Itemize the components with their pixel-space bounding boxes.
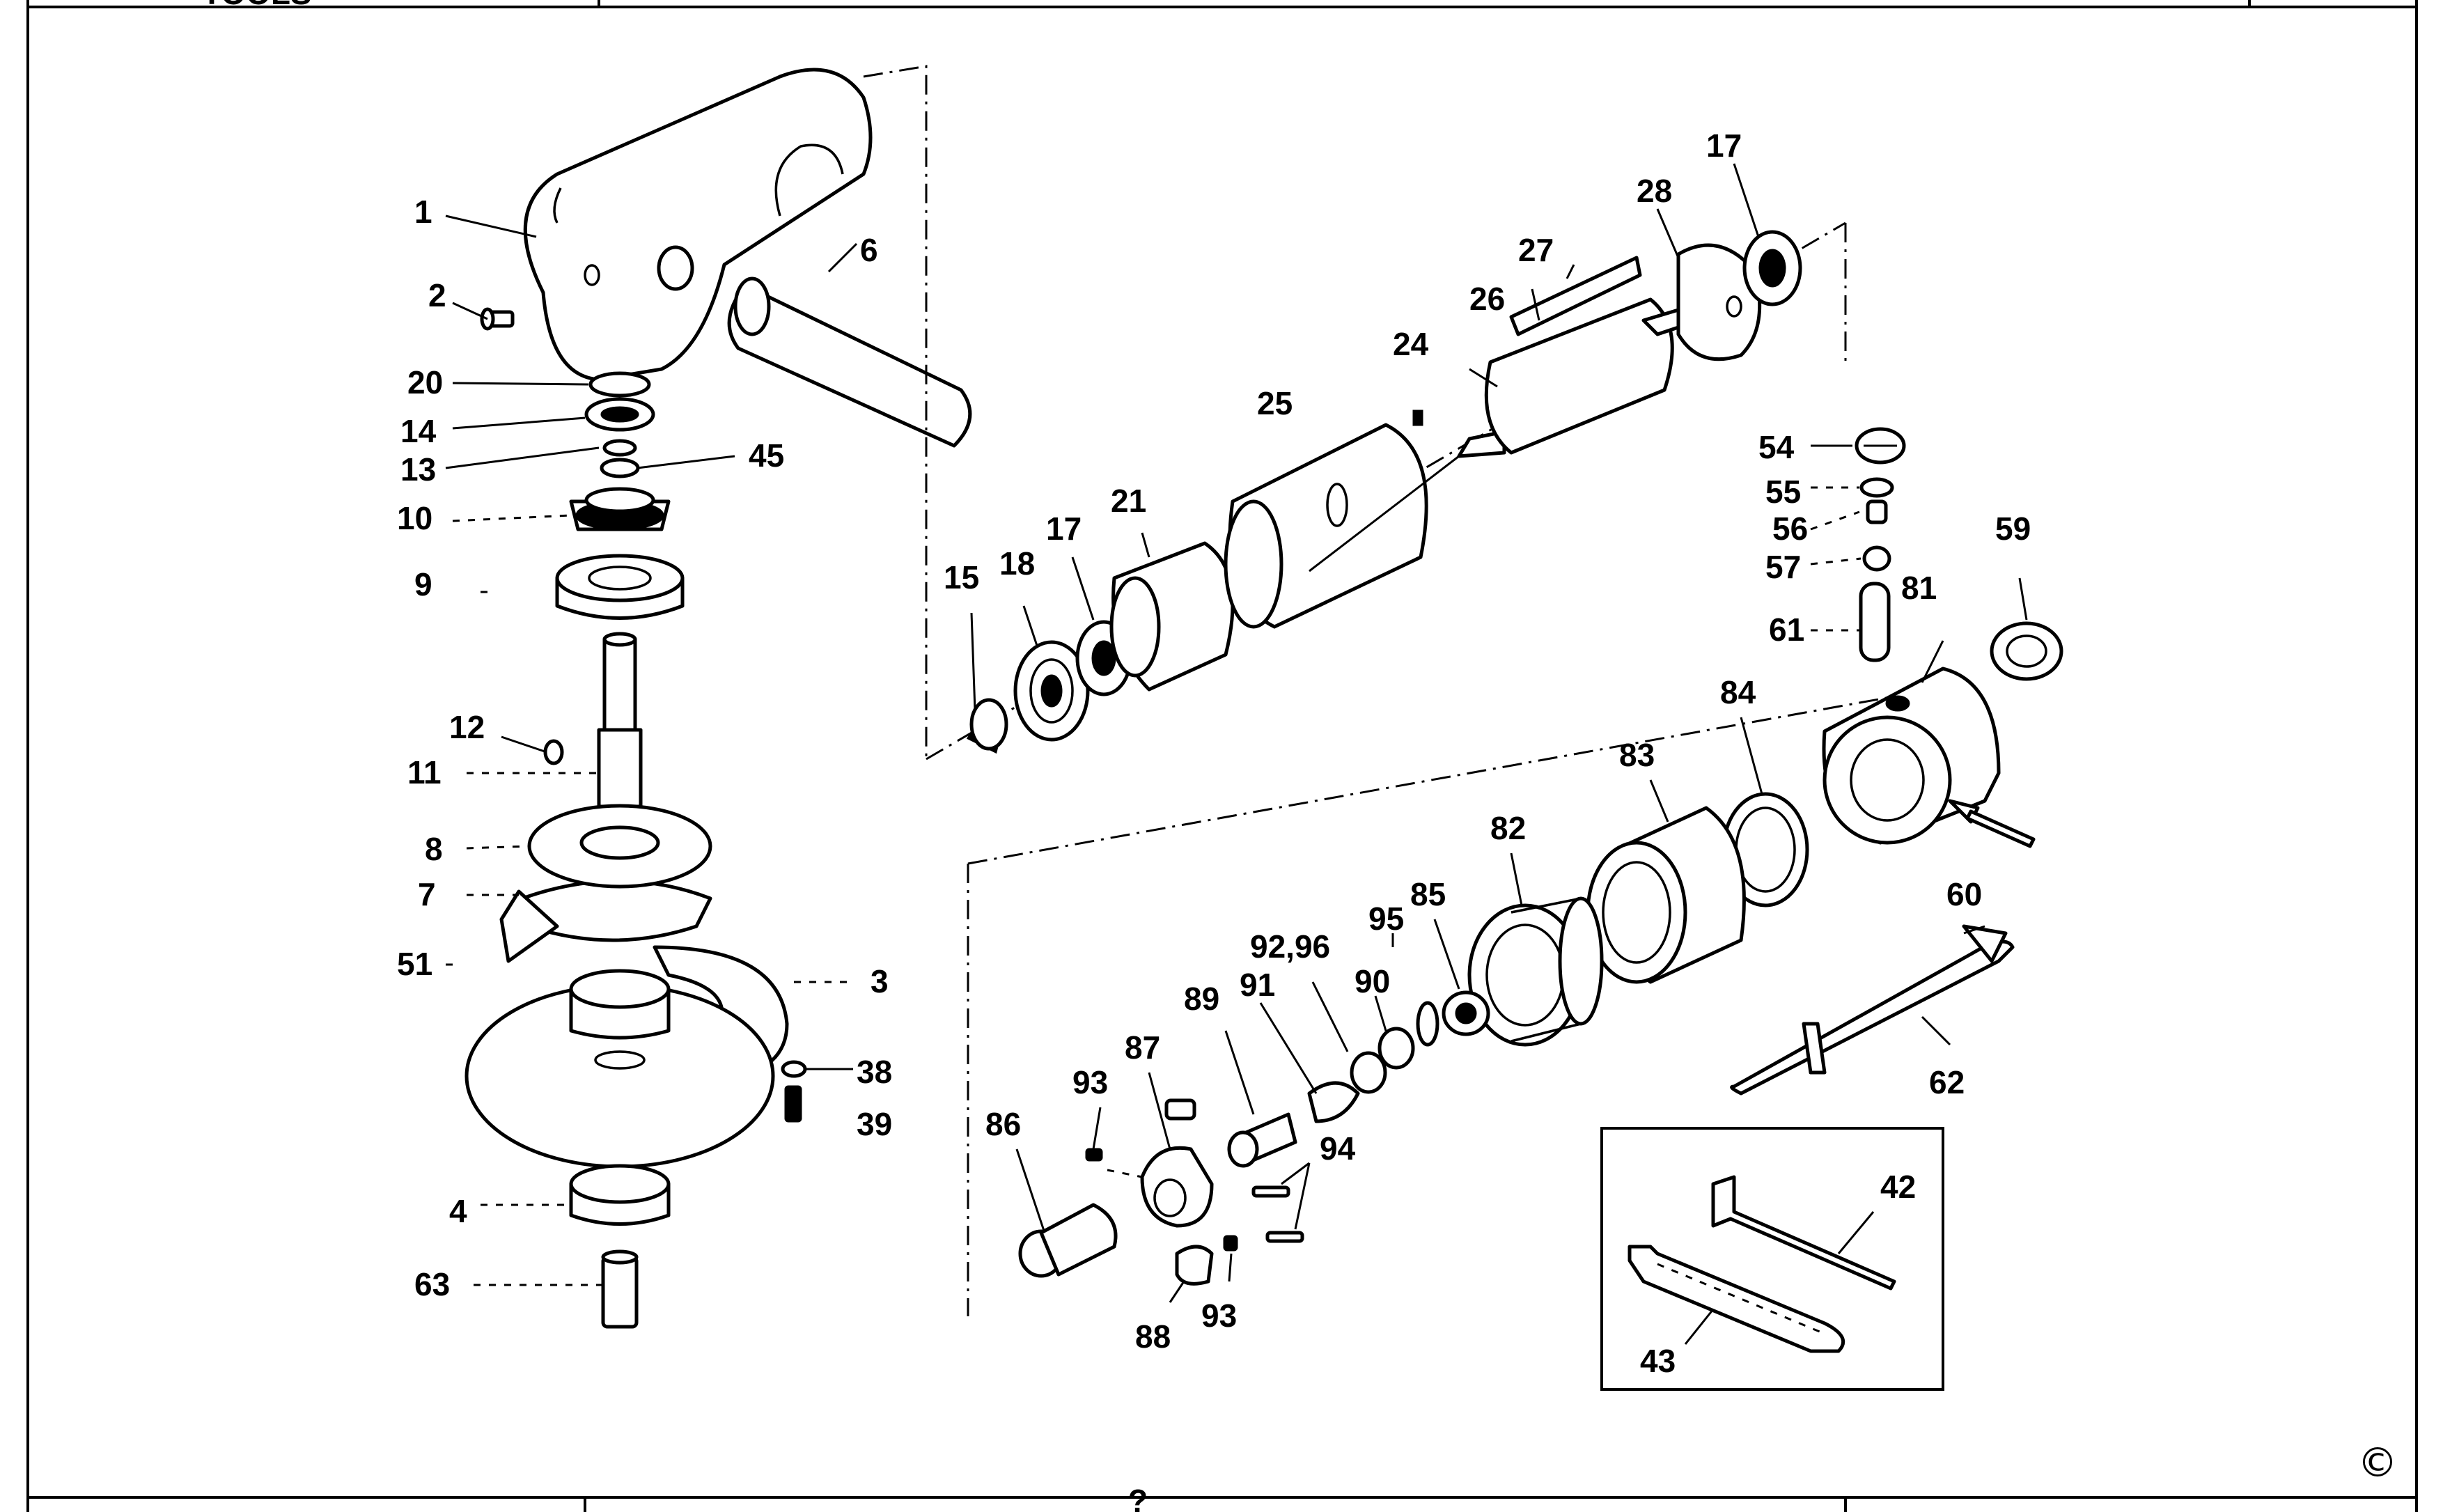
callout-95: 95 xyxy=(1368,901,1404,937)
leader-lines-motor xyxy=(970,163,1760,711)
callout-28: 28 xyxy=(1637,173,1672,209)
callout-17-front: 17 xyxy=(1046,511,1082,547)
page-frame xyxy=(26,0,2418,1512)
footer-center-text: ? xyxy=(1128,1483,1148,1512)
guard-screw-and-washer xyxy=(781,1060,807,1123)
callout-56: 56 xyxy=(1772,511,1808,547)
coupling-nut-83 xyxy=(1586,779,1746,984)
callout-84: 84 xyxy=(1720,674,1756,710)
callout-9: 9 xyxy=(414,566,432,602)
callout-87: 87 xyxy=(1125,1029,1160,1066)
wrench-box xyxy=(1600,1127,1944,1391)
callout-60: 60 xyxy=(1946,876,1982,912)
set-screw-93 xyxy=(1085,1107,1238,1282)
callout-38: 38 xyxy=(857,1054,892,1090)
callout-59: 59 xyxy=(1995,511,2031,547)
rotor-blade xyxy=(1509,256,1642,336)
callout-55: 55 xyxy=(1765,474,1801,510)
callout-83: 83 xyxy=(1619,737,1655,773)
callout-51: 51 xyxy=(397,946,432,982)
callout-25: 25 xyxy=(1257,385,1293,421)
callout-81: 81 xyxy=(1901,570,1937,606)
callout-92-96: 92,96 xyxy=(1250,928,1330,965)
rear-housing xyxy=(1822,640,2001,845)
callout-4: 4 xyxy=(449,1193,467,1229)
rear-end-plate xyxy=(1676,243,1762,361)
callout-26: 26 xyxy=(1469,281,1505,317)
threaded-fitting-82 xyxy=(1467,852,1604,1047)
callout-61: 61 xyxy=(1769,611,1804,648)
callout-54: 54 xyxy=(1758,429,1795,465)
header-logo-text: TOOLS xyxy=(202,0,312,11)
rotor-shaft xyxy=(1309,410,1506,572)
callout-15: 15 xyxy=(944,559,979,595)
wheel-guard-and-disc xyxy=(465,945,789,1329)
pins-94 xyxy=(1251,1162,1311,1243)
front-bearing xyxy=(1013,640,1090,742)
throttle-body-87 xyxy=(1107,1072,1214,1228)
callout-42: 42 xyxy=(1880,1169,1916,1205)
front-end-plate xyxy=(1109,541,1235,692)
callout-88: 88 xyxy=(1135,1318,1171,1355)
callout-93-upper: 93 xyxy=(1072,1064,1108,1100)
callout-94: 94 xyxy=(1320,1130,1356,1167)
callout-20: 20 xyxy=(407,364,443,400)
throttle-lever-62 xyxy=(1730,924,2015,1096)
bevel-gear-pinion xyxy=(966,698,1008,754)
cap-88 xyxy=(1169,1245,1214,1303)
callout-93-lower: 93 xyxy=(1201,1297,1237,1334)
callout-89: 89 xyxy=(1184,981,1219,1017)
callout-62: 62 xyxy=(1929,1064,1965,1100)
callout-86: 86 xyxy=(985,1106,1021,1142)
callout-17-top: 17 xyxy=(1706,127,1742,164)
callout-21: 21 xyxy=(1111,483,1146,519)
callout-8: 8 xyxy=(425,831,443,867)
side-handle xyxy=(727,242,972,448)
exhaust-cap xyxy=(1990,577,2063,681)
throttle-valve-parts xyxy=(1224,919,1490,1168)
callout-27: 27 xyxy=(1518,232,1554,268)
flange-plates xyxy=(499,804,712,963)
callout-1: 1 xyxy=(414,194,432,230)
callout-7: 7 xyxy=(418,876,436,912)
callout-18: 18 xyxy=(999,545,1035,582)
callout-85: 85 xyxy=(1410,876,1446,912)
oil-plug-parts xyxy=(1810,427,1906,662)
callout-labels: 1 2 20 14 13 45 10 9 12 11 8 7 51 3 38 3… xyxy=(397,127,2031,1379)
callout-45: 45 xyxy=(749,437,784,474)
callout-2: 2 xyxy=(428,277,446,313)
cylinder xyxy=(1224,423,1428,629)
callout-43: 43 xyxy=(1640,1343,1676,1379)
callout-91: 91 xyxy=(1240,967,1275,1003)
valve-stem-86 xyxy=(1015,1148,1118,1278)
callout-14: 14 xyxy=(400,413,437,449)
callout-3: 3 xyxy=(871,963,889,999)
callout-82: 82 xyxy=(1490,810,1526,846)
callout-63: 63 xyxy=(414,1266,450,1302)
angle-head-housing xyxy=(523,68,873,382)
callout-90: 90 xyxy=(1355,963,1390,999)
cross-pin xyxy=(1965,809,2036,848)
callout-13: 13 xyxy=(400,451,436,488)
motor-cutaway-outline xyxy=(863,65,1847,761)
callout-11: 11 xyxy=(407,754,442,790)
rear-bearing xyxy=(1742,230,1802,306)
callout-24: 24 xyxy=(1393,326,1429,362)
copyright-mark: © xyxy=(2357,1439,2398,1486)
callout-39: 39 xyxy=(857,1106,892,1142)
callout-6: 6 xyxy=(860,232,878,268)
callout-10: 10 xyxy=(397,500,432,536)
spindle-stack xyxy=(543,371,685,809)
rotor xyxy=(1484,297,1680,455)
leader-lines-left xyxy=(445,215,853,1286)
callout-12: 12 xyxy=(449,709,485,745)
callout-57: 57 xyxy=(1765,549,1801,585)
housing-back-cutaway xyxy=(967,695,1895,1316)
